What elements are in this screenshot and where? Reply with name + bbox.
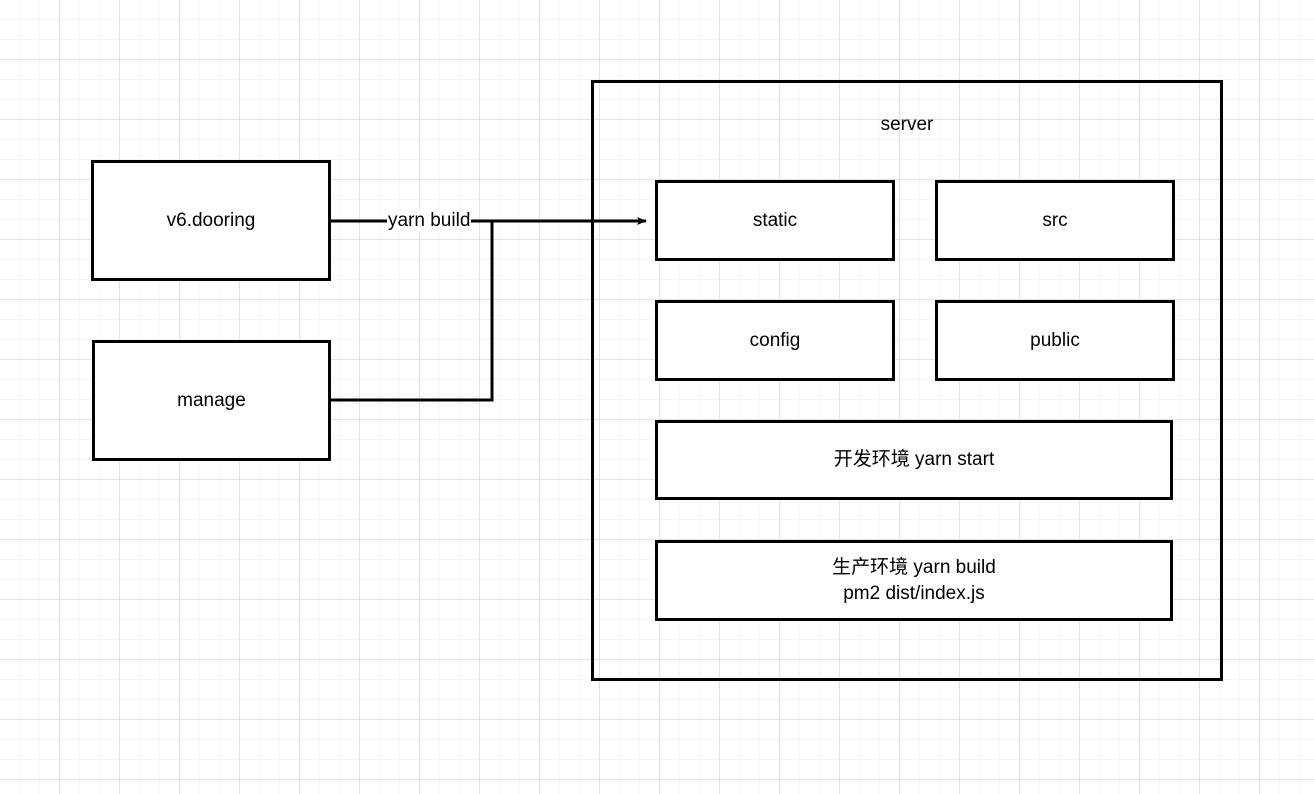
node-manage[interactable]: manage bbox=[92, 340, 331, 461]
node-dev-environment[interactable]: 开发环境 yarn start bbox=[655, 420, 1173, 500]
container-server-title: server bbox=[880, 114, 934, 135]
node-public[interactable]: public bbox=[935, 300, 1175, 381]
node-public-label: public bbox=[1030, 329, 1080, 351]
node-v6-dooring[interactable]: v6.dooring bbox=[91, 160, 331, 281]
node-v6-dooring-label: v6.dooring bbox=[166, 209, 256, 231]
container-server[interactable]: server bbox=[591, 80, 1223, 681]
node-static-label: static bbox=[752, 209, 798, 231]
edge-manage-to-junction bbox=[331, 221, 494, 402]
node-prod-environment-label: 生产环境 yarn build pm2 dist/index.js bbox=[832, 557, 996, 604]
node-config-label: config bbox=[749, 329, 801, 351]
node-config[interactable]: config bbox=[655, 300, 895, 381]
node-dev-environment-label: 开发环境 yarn start bbox=[833, 449, 995, 471]
node-src[interactable]: src bbox=[935, 180, 1175, 261]
node-static[interactable]: static bbox=[655, 180, 895, 261]
node-src-label: src bbox=[1042, 209, 1068, 231]
node-manage-label: manage bbox=[177, 389, 246, 411]
node-prod-environment[interactable]: 生产环境 yarn build pm2 dist/index.js bbox=[655, 540, 1173, 621]
edge-label-yarn-build: yarn build bbox=[387, 210, 472, 232]
